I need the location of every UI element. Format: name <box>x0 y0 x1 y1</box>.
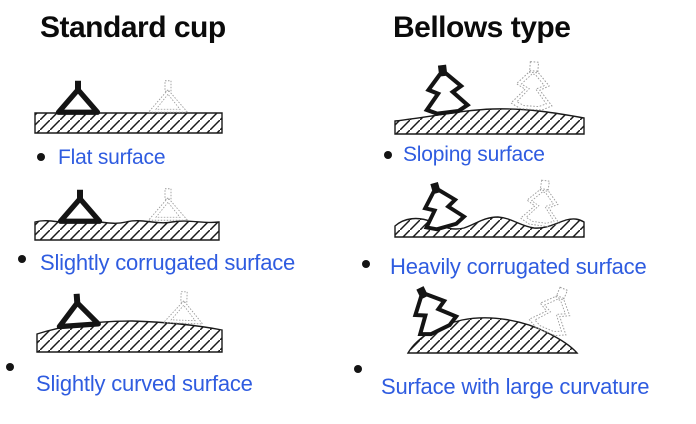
standard-cup-heading: Standard cup <box>40 11 226 44</box>
flat-surface-diagram <box>34 80 223 134</box>
slightly-corrugated-surface-label: Slightly corrugated surface <box>40 250 296 275</box>
heavily-corrugated-surface-label: Heavily corrugated surface <box>390 254 647 279</box>
heavily-corrugated-surface-diagram <box>394 175 585 238</box>
large-curvature-surface-label: Surface with large curvature <box>381 374 650 399</box>
standard-cup-icon <box>61 190 100 222</box>
standard-cup-outline-icon <box>163 290 205 325</box>
bullet-icon <box>6 363 14 371</box>
sloping-surface-label: Sloping surface <box>403 143 545 166</box>
bullet-icon <box>362 260 370 268</box>
standard-cup-icon <box>57 292 98 326</box>
standard-cup-outline-icon <box>148 188 188 221</box>
bullet-icon <box>37 153 45 161</box>
bellows-cup-outline-icon <box>519 177 566 229</box>
bellows-cup-outline-icon <box>510 59 556 112</box>
flat-surface <box>34 112 223 134</box>
slightly-corrugated-surface-diagram <box>34 188 220 241</box>
slightly-curved-surface-diagram <box>36 290 223 353</box>
bullet-icon <box>354 365 362 373</box>
standard-cup-outline-icon <box>148 80 188 113</box>
flat-surface-label: Flat surface <box>58 146 166 169</box>
slightly-curved-surface-label: Slightly curved surface <box>36 371 253 396</box>
large-curvature-surface-diagram <box>402 279 583 354</box>
bellows-type-heading: Bellows type <box>393 11 571 44</box>
bullet-icon <box>18 255 26 263</box>
standard-cup-icon <box>59 81 98 113</box>
heavily-corrugated-surface <box>394 216 585 238</box>
sloping-surface-diagram <box>394 59 585 135</box>
sloping-surface <box>394 108 585 135</box>
bullet-icon <box>384 151 392 159</box>
bellows-cup-icon <box>422 63 468 115</box>
